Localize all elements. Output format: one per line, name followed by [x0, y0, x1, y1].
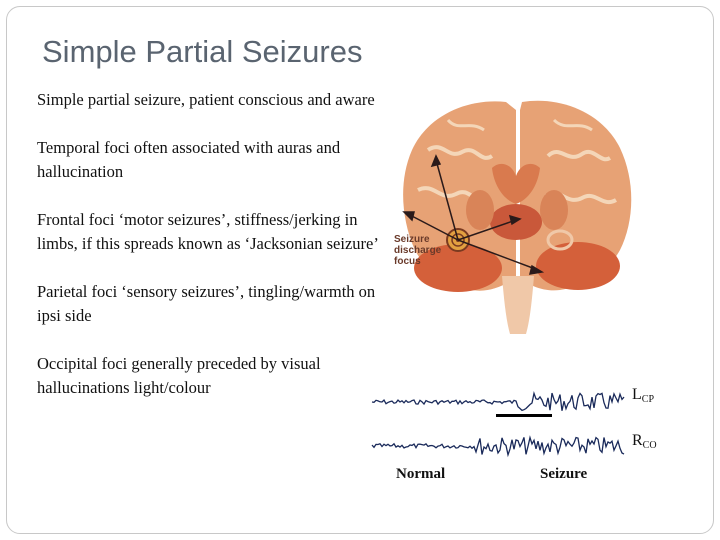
- trace-sub-co: CO: [642, 440, 657, 451]
- eeg-trace-rco: [371, 435, 625, 458]
- caption-seizure: Seizure: [540, 466, 588, 482]
- brain-coronal-illustration: [402, 100, 632, 334]
- trace-sub-cp: CP: [641, 394, 655, 405]
- bullet-parietal-foci: Parietal foci ‘sensory seizures’, tingli…: [37, 282, 376, 325]
- caption-normal: Normal: [396, 466, 446, 482]
- eeg-trace-lcp: [371, 391, 625, 412]
- eeg-traces: [371, 391, 625, 458]
- trace-label-lcp: LCP: [632, 386, 654, 405]
- bullet-temporal-foci: Temporal foci often associated with aura…: [37, 138, 341, 181]
- seizure-focus-label: Seizure discharge focus: [394, 234, 441, 267]
- slide-title: Simple Partial Seizures: [42, 34, 363, 69]
- brain-right-temporal-lobe: [536, 242, 620, 290]
- trace-letter-r: R: [632, 432, 643, 449]
- label-line-3: focus: [394, 256, 421, 267]
- seizure-onset-bar: [496, 414, 552, 417]
- label-line-1: Seizure: [394, 234, 430, 245]
- bullet-simple-partial: Simple partial seizure, patient consciou…: [37, 90, 375, 109]
- slide-body: Simple partial seizure, patient consciou…: [37, 88, 385, 424]
- label-line-2: discharge: [394, 245, 442, 256]
- trace-label-rco: RCO: [632, 432, 657, 451]
- bullet-frontal-foci: Frontal foci ‘motor seizures’, stiffness…: [37, 210, 379, 253]
- brain-stem: [502, 276, 534, 334]
- bullet-occipital-foci: Occipital foci generally preceded by vis…: [37, 354, 321, 397]
- trace-letter-l: L: [632, 386, 642, 403]
- brain-left-temporal-lobe: [414, 244, 502, 292]
- propagation-arrows: [402, 154, 545, 275]
- brain-ventricles: [492, 163, 540, 204]
